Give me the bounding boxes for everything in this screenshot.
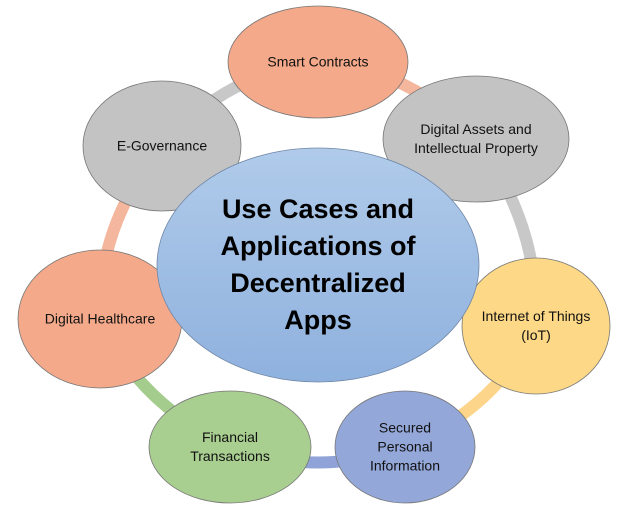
node-label-secured-personal-information: Secured Personal Information <box>369 419 441 474</box>
node-financial-transactions <box>148 390 312 504</box>
node-label-digital-healthcare: Digital Healthcare <box>44 310 156 327</box>
node-digital-assets <box>382 75 570 203</box>
node-secured-personal-information <box>334 390 476 504</box>
node-smart-contracts <box>227 5 409 119</box>
node-label-e-governance: E-Governance <box>116 137 208 154</box>
node-label-internet-of-things: Internet of Things (IoT) <box>481 308 591 343</box>
node-label-financial-transactions: Financial Transactions <box>190 429 270 464</box>
node-label-digital-assets: Digital Assets and Intellectual Property <box>414 121 538 156</box>
node-e-governance <box>82 80 242 212</box>
center-ellipse <box>156 147 480 383</box>
center-title: Use Cases and Applications of Decentrali… <box>220 194 416 335</box>
node-internet-of-things <box>461 257 611 395</box>
node-label-smart-contracts: Smart Contracts <box>267 53 369 70</box>
